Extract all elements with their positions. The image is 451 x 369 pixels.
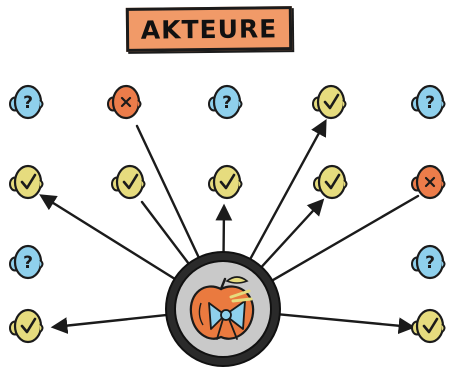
actor-support-r4c1	[9, 308, 44, 344]
connection-r1c4	[248, 119, 327, 262]
actor-oppose-r1c2	[107, 84, 142, 120]
actor-unknown-r1c3: ?	[208, 84, 243, 120]
check-icon	[20, 317, 37, 334]
check-icon	[122, 173, 139, 190]
connection-r1c2	[135, 124, 201, 261]
actor-heads: ?????	[9, 84, 446, 344]
connection-r4c5	[276, 313, 416, 335]
check-icon	[219, 173, 236, 190]
connection-r2c5	[269, 194, 420, 283]
question-mark-icon: ?	[222, 93, 232, 113]
check-icon	[324, 173, 341, 190]
connection-r2c2	[140, 200, 192, 267]
actor-support-r4c5	[411, 308, 446, 344]
check-icon	[20, 173, 37, 190]
question-mark-icon: ?	[23, 253, 33, 273]
central-hub	[165, 251, 281, 367]
actor-unknown-r3c5: ?	[411, 244, 446, 280]
check-icon	[323, 93, 340, 110]
actor-support-r2c2	[111, 164, 146, 200]
cross-icon	[424, 176, 436, 188]
actor-support-r1c4	[312, 84, 347, 120]
apple-with-bow-icon	[189, 276, 255, 340]
connection-r2c1	[39, 194, 178, 282]
connection-lines	[39, 119, 420, 335]
question-mark-icon: ?	[23, 93, 33, 113]
actor-support-r2c1	[9, 164, 44, 200]
actor-unknown-r1c1: ?	[9, 84, 44, 120]
actor-support-r2c4	[313, 164, 348, 200]
connection-r2c4	[258, 198, 325, 270]
connection-r4c1	[50, 313, 170, 334]
question-mark-icon: ?	[425, 93, 435, 113]
question-mark-icon: ?	[425, 253, 435, 273]
cross-icon	[120, 96, 132, 108]
actor-unknown-r1c5: ?	[411, 84, 446, 120]
check-icon	[422, 317, 439, 334]
actor-unknown-r3c1: ?	[9, 244, 44, 280]
actor-oppose-r2c5	[411, 164, 446, 200]
actor-support-r2c3	[208, 164, 243, 200]
